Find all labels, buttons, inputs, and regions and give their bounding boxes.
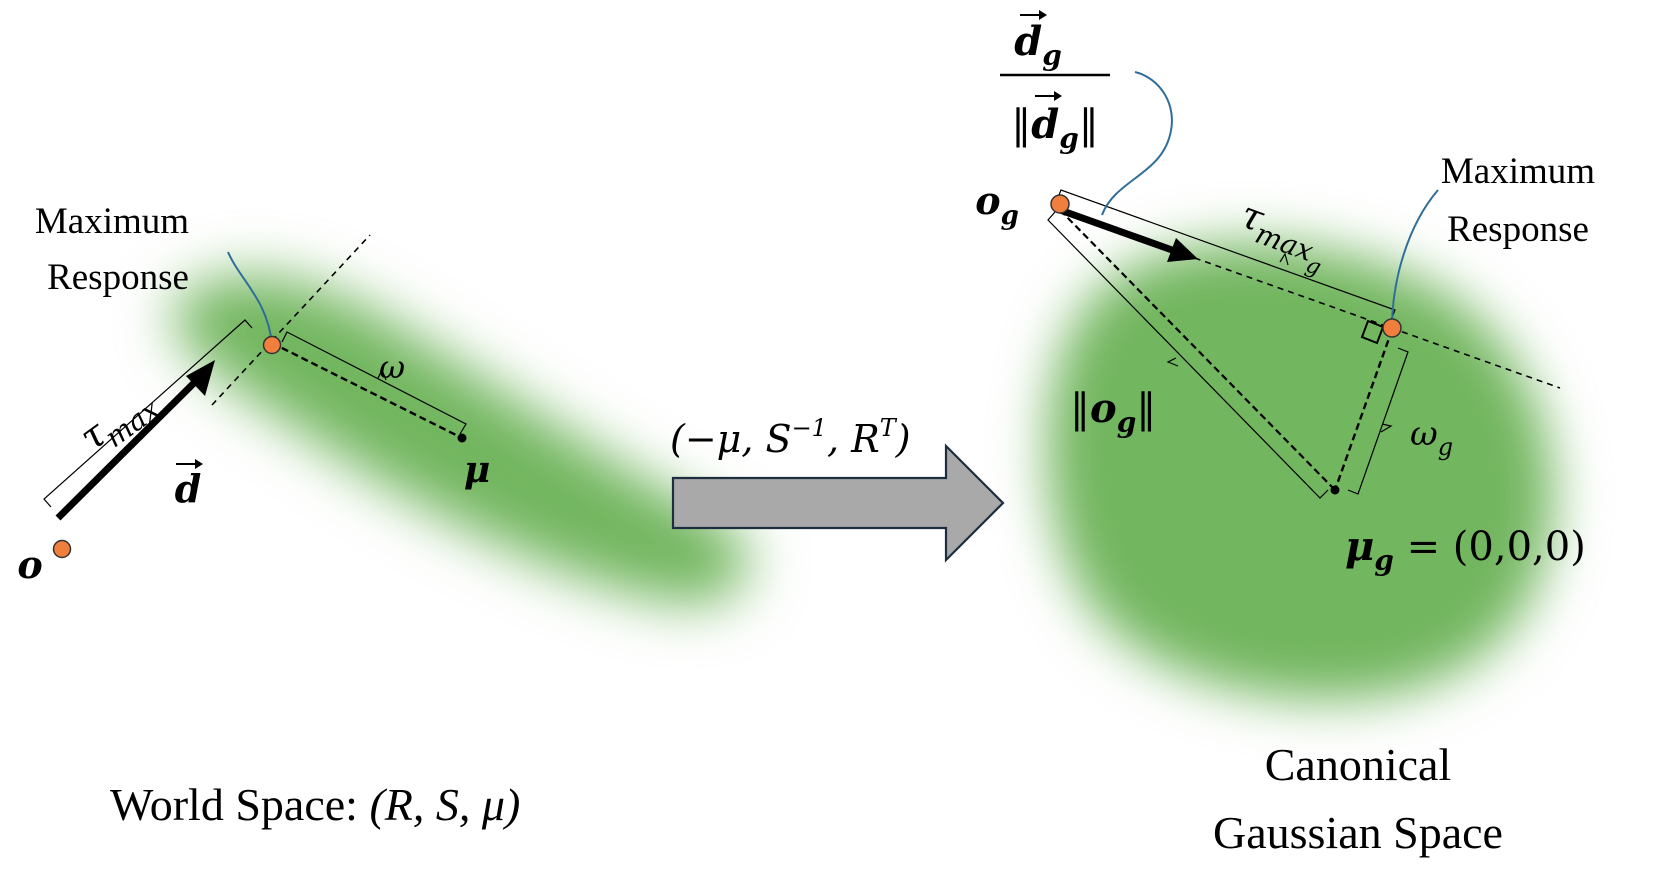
world-origin-label: o	[17, 542, 42, 587]
world-max-response-label-2: Response	[47, 257, 189, 298]
canonical-caption-2: Gaussian Space	[1213, 807, 1503, 858]
svg-text:‖dg‖: ‖dg‖	[1011, 101, 1099, 155]
omega-g-bracket	[1347, 347, 1409, 495]
world-geometry	[43, 234, 467, 559]
transform-label-sup2: T	[880, 414, 898, 442]
norm-og-symbol: o	[1090, 385, 1117, 432]
transform-label-sup1: −1	[792, 414, 827, 442]
dg-num-vector-head	[1039, 10, 1047, 20]
mu-g-value: = (0,0,0)	[1394, 524, 1586, 570]
world-direction-arrow	[55, 374, 203, 521]
dg-den-vector-head	[1054, 91, 1062, 101]
canonical-gaussian-blob	[1047, 242, 1554, 700]
omega-label: ω	[379, 348, 405, 386]
tau-max-label: τ max	[71, 392, 166, 459]
og-symbol: o	[975, 178, 1000, 223]
transform-label-open: (−μ, S	[670, 417, 792, 461]
canonical-caption-1: Canonical	[1265, 739, 1452, 790]
mu-g-subscript: g	[1374, 544, 1394, 577]
canonical-dg-callout-line	[1101, 71, 1173, 216]
canonical-origin-point	[1050, 194, 1070, 214]
canonical-max-response-point	[1382, 318, 1402, 338]
world-direction-arrowhead	[186, 360, 215, 396]
dg-normalized-label: dg ‖dg‖	[1000, 10, 1110, 155]
transform-arrow	[671, 443, 1005, 563]
canonical-mu-point	[1330, 485, 1340, 495]
dg-den-close: ‖	[1079, 102, 1099, 148]
world-omega-segment	[271, 341, 463, 440]
og-subscript: g	[1001, 201, 1019, 231]
norm-og-label: ‖og‖	[1070, 385, 1156, 439]
dg-den-subscript: g	[1059, 122, 1079, 155]
canonical-geometry	[1047, 71, 1561, 499]
transform-label: (−μ, S−1, RT)	[670, 414, 911, 461]
norm-og-open: ‖	[1070, 386, 1090, 432]
omega-bracket	[281, 331, 467, 435]
canonical-max-callout-line	[1391, 189, 1439, 329]
dg-den-open: ‖	[1011, 102, 1031, 148]
world-mu-point	[457, 433, 467, 443]
canonical-max-response-label-2: Response	[1447, 209, 1589, 250]
og-label: og	[975, 178, 1019, 231]
norm-og-close: ‖	[1136, 386, 1156, 432]
world-caption-prefix: World Space:	[110, 779, 369, 830]
mu-g-symbol: μ	[1345, 523, 1374, 570]
world-caption: World Space: (R, S, μ)	[110, 779, 520, 830]
norm-og-bracket	[1047, 211, 1329, 499]
transform-label-mid: , R	[827, 417, 880, 461]
world-ray-dashed	[211, 234, 371, 406]
omega-g-label: ωg	[1410, 414, 1453, 461]
world-callout-line	[227, 251, 273, 346]
transform-label-close: )	[895, 417, 911, 461]
dg-den-symbol: d	[1031, 101, 1059, 148]
tau-max-bracket	[43, 319, 253, 508]
world-caption-params: (R, S, μ)	[369, 779, 520, 830]
canonical-direction-arrowhead	[1167, 238, 1198, 262]
svg-text:dg: dg	[1014, 18, 1062, 72]
canonical-omega-segment	[1333, 329, 1394, 491]
canonical-direction-arrow	[1058, 206, 1174, 254]
dg-num-symbol: d	[1014, 18, 1042, 65]
dg-num-subscript: g	[1042, 39, 1062, 72]
right-angle-marker	[1360, 319, 1385, 345]
mu-g-label: μg = (0,0,0)	[1345, 523, 1586, 577]
d-vector-label: d	[175, 459, 203, 511]
canonical-max-response-label-1: Maximum	[1441, 151, 1595, 192]
d-symbol: d	[175, 466, 202, 511]
world-mu-label: μ	[464, 449, 490, 491]
world-max-response-point	[262, 335, 282, 355]
omega-g-subscript: g	[1438, 433, 1453, 461]
world-max-response-label-1: Maximum	[35, 201, 189, 242]
norm-og-subscript: g	[1117, 406, 1137, 439]
world-origin-point	[52, 539, 72, 559]
d-vector-bar-head	[195, 459, 203, 469]
omega-g-symbol: ω	[1410, 414, 1438, 454]
